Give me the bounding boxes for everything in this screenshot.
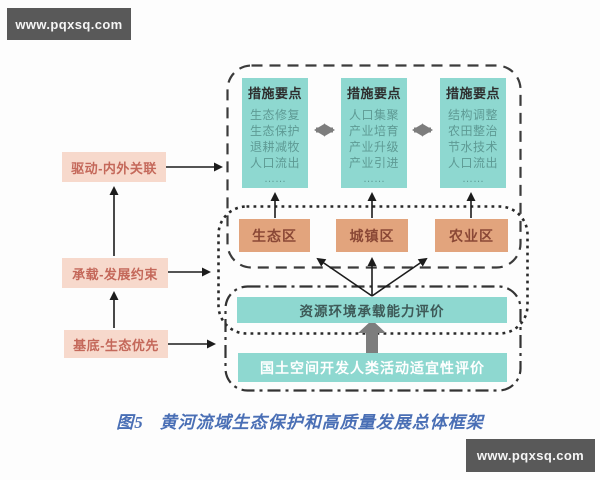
- measure-title: 措施要点: [247, 86, 302, 101]
- bar-resource-carrying-capacity-evaluation: 资源环境承载能力评价: [237, 297, 507, 323]
- measure-item: 生态修复: [249, 108, 300, 122]
- measure-item: 人口流出: [249, 156, 300, 170]
- watermark-top-left: www.pqxsq.com: [7, 8, 131, 40]
- region-box-agriculture: 农业区: [435, 219, 508, 252]
- measure-item: 人口流出: [447, 156, 498, 170]
- measure-item: 产业引进: [348, 156, 399, 170]
- measure-item: 生态保护: [249, 124, 300, 138]
- figure-number: 图5: [116, 413, 144, 432]
- measure-item-ellipsis: ……: [462, 173, 484, 185]
- measure-box-urban: 措施要点 人口集聚 产业培育 产业升级 产业引进 ……: [341, 78, 407, 188]
- measure-item: 结构调整: [447, 108, 498, 122]
- thick-up-arrow-suitability-to-capacity: [358, 320, 386, 353]
- figure-title: 黄河流域生态保护和高质量发展总体框架: [159, 413, 484, 432]
- region-box-ecology: 生态区: [239, 219, 310, 252]
- measure-box-agriculture: 措施要点 结构调整 农田整治 节水技术 人口流出 ……: [440, 78, 506, 188]
- measure-item: 农田整治: [447, 124, 498, 138]
- arrow-capacity-to-ecology: [316, 257, 373, 297]
- box-base-ecology-first: 基底-生态优先: [64, 330, 168, 358]
- measure-item-ellipsis: ……: [363, 173, 385, 185]
- arrow-capacity-to-agriculture: [371, 257, 428, 297]
- measure-item-ellipsis: ……: [264, 173, 286, 185]
- measure-item: 节水技术: [447, 140, 498, 154]
- measure-title: 措施要点: [346, 86, 401, 101]
- measure-item: 产业升级: [348, 140, 399, 154]
- figure-caption: 图5 黄河流域生态保护和高质量发展总体框架: [0, 408, 600, 433]
- box-carrying-development-constraint: 承载-发展约束: [62, 258, 168, 288]
- measure-item: 人口集聚: [348, 108, 399, 122]
- measure-box-ecology: 措施要点 生态修复 生态保护 退耕减牧 人口流出 ……: [242, 78, 308, 188]
- bar-land-development-suitability-evaluation: 国土空间开发人类活动适宜性评价: [238, 353, 507, 382]
- region-box-urban: 城镇区: [336, 219, 408, 252]
- measure-item: 退耕减牧: [249, 140, 300, 154]
- watermark-bottom-right: www.pqxsq.com: [466, 439, 595, 472]
- box-driver-internal-external: 驱动-内外关联: [62, 152, 166, 182]
- measure-item: 产业培育: [348, 124, 399, 138]
- measure-title: 措施要点: [445, 86, 500, 101]
